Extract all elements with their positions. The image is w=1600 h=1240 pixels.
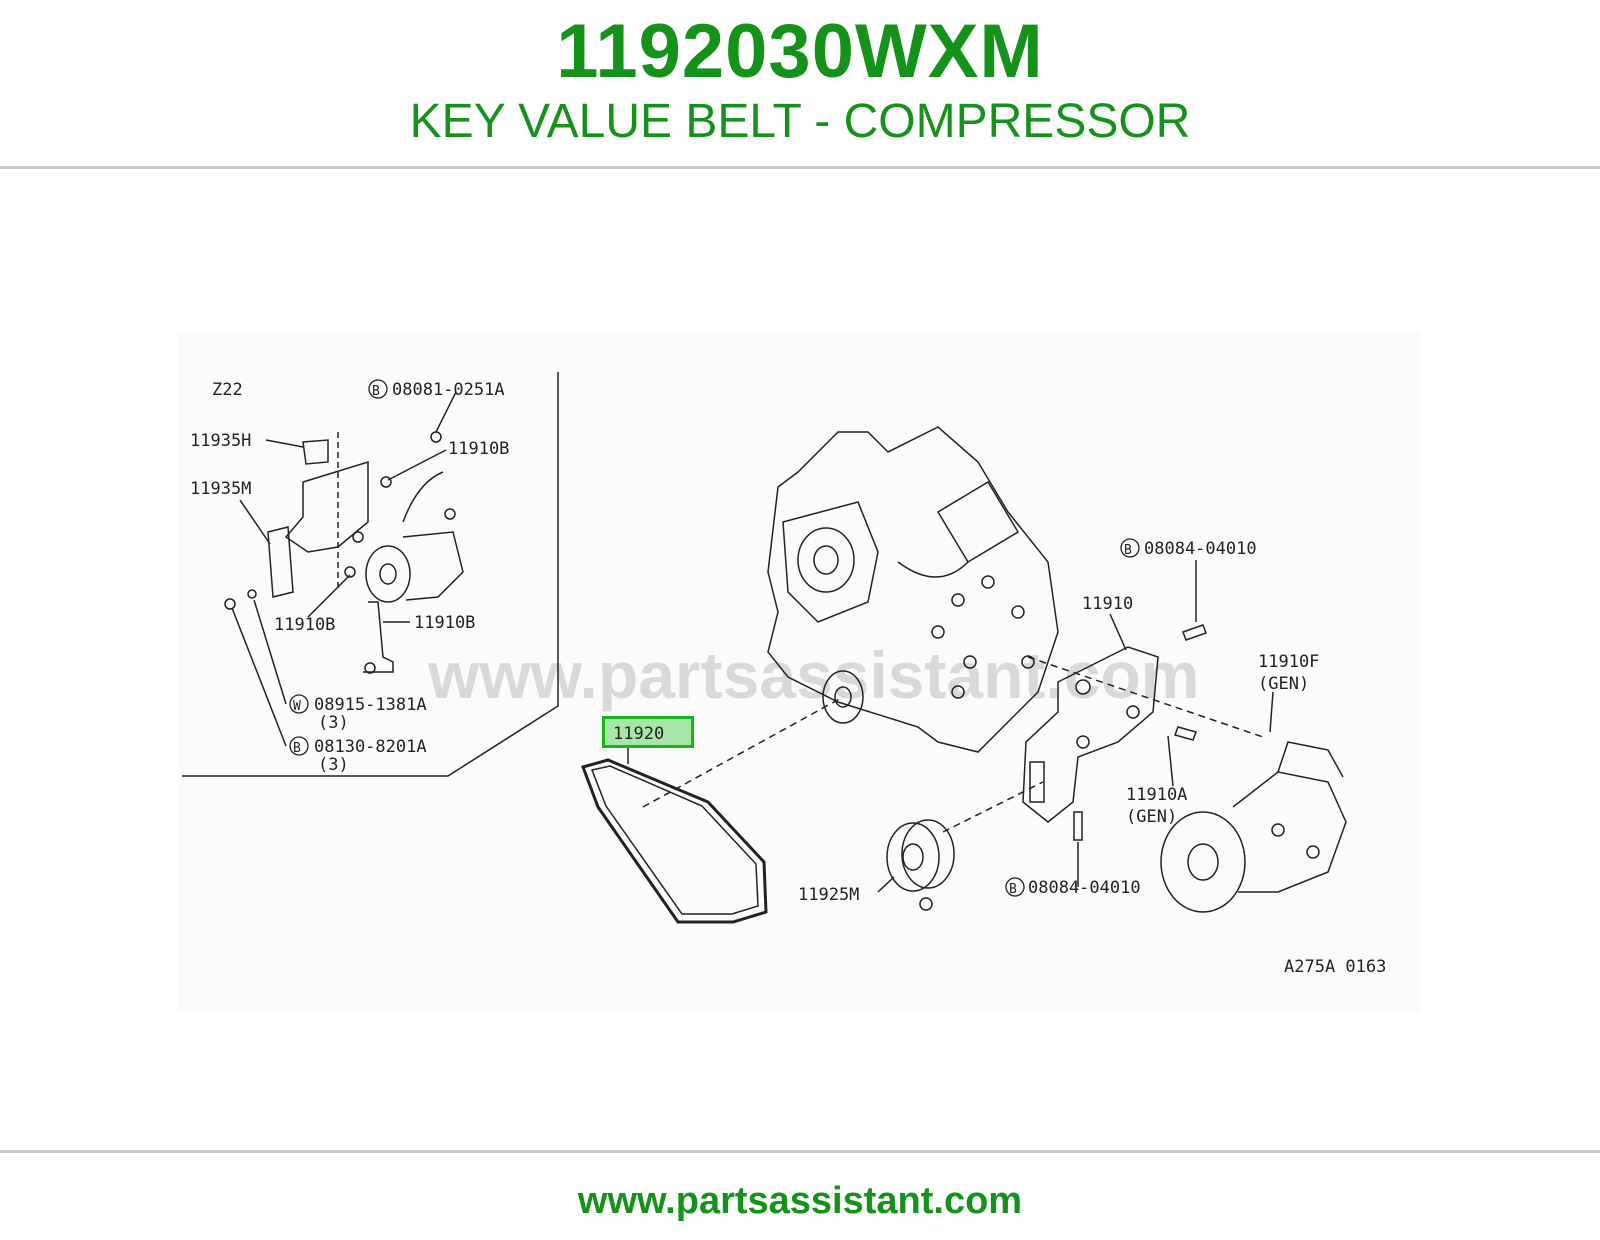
ac-compressor-body bbox=[1232, 771, 1347, 893]
idler-pulley bbox=[886, 822, 940, 892]
callout-08130-8201A[interactable]: 08130-8201A bbox=[314, 737, 427, 757]
inset-border bbox=[182, 372, 559, 777]
footer-website-link[interactable]: www.partsassistant.com bbox=[577, 1180, 1023, 1222]
b-marker-icon bbox=[368, 379, 388, 399]
diagram-drawing: www.partsassistant.com bbox=[182, 372, 1386, 977]
b-marker-icon bbox=[1005, 877, 1025, 897]
engine-block-outline bbox=[767, 426, 1059, 753]
inset-compressor-body bbox=[402, 531, 464, 601]
part-description: KEY VALUE BELT - COMPRESSOR bbox=[409, 95, 1191, 148]
callout-qty-bolt: (3) bbox=[318, 755, 349, 775]
bolt-11910A bbox=[1174, 726, 1197, 741]
svg-text:B: B bbox=[293, 741, 301, 756]
inset-bracket-h bbox=[302, 439, 329, 465]
highlighted-callout-label: 11920 bbox=[613, 724, 665, 744]
water-pump bbox=[797, 527, 855, 593]
svg-text:W: W bbox=[293, 699, 301, 714]
callout-11910[interactable]: 11910 bbox=[1082, 594, 1133, 614]
callout-11910F[interactable]: 11910F bbox=[1258, 652, 1319, 672]
callout-11910A-note: (GEN) bbox=[1126, 807, 1177, 827]
ac-compressor-clutch bbox=[1160, 811, 1246, 913]
callout-11935M[interactable]: 11935M bbox=[190, 479, 251, 499]
w-marker-icon bbox=[289, 694, 309, 714]
inset-bolt bbox=[430, 431, 442, 443]
callout-11910B-lower-left[interactable]: 11910B bbox=[274, 615, 335, 635]
callout-08084-04010-lower[interactable]: 08084-04010 bbox=[1028, 878, 1141, 898]
inset-bracket-plate bbox=[284, 460, 369, 553]
footer-divider bbox=[0, 1150, 1600, 1153]
compressor-belt bbox=[581, 758, 768, 924]
callout-11910A[interactable]: 11910A bbox=[1126, 785, 1187, 805]
b-marker-icon bbox=[1120, 538, 1140, 558]
callout-08915-1381A[interactable]: 08915-1381A bbox=[314, 695, 427, 715]
callout-qty-washer: (3) bbox=[318, 713, 349, 733]
compressor-bracket bbox=[1022, 646, 1159, 823]
inset-model-label: Z22 bbox=[212, 380, 243, 400]
header-divider bbox=[0, 166, 1600, 169]
bolt-08084-upper bbox=[1182, 624, 1207, 641]
svg-text:B: B bbox=[372, 384, 380, 399]
callout-08081-0251A[interactable]: 08081-0251A bbox=[392, 380, 505, 400]
inset-compressor-clutch bbox=[365, 545, 411, 603]
callout-11910F-note: (GEN) bbox=[1258, 674, 1309, 694]
callout-11910B-upper[interactable]: 11910B bbox=[448, 439, 509, 459]
callout-11935H[interactable]: 11935H bbox=[190, 431, 251, 451]
inset-bracket-m bbox=[267, 526, 294, 598]
main-drawing bbox=[581, 426, 1347, 924]
diagram-watermark: www.partsassistant.com bbox=[427, 638, 1199, 712]
svg-text:B: B bbox=[1124, 543, 1132, 558]
timing-cover bbox=[782, 501, 879, 623]
parts-diagram: www.partsassistant.com bbox=[178, 332, 1420, 1012]
part-number-title: 1192030WXM bbox=[556, 9, 1044, 94]
highlighted-callout-11920[interactable]: 11920 bbox=[602, 716, 694, 748]
diagram-ref-code: A275A 0163 bbox=[1284, 957, 1386, 977]
crank-pulley bbox=[822, 670, 864, 724]
b-marker-icon bbox=[289, 736, 309, 756]
radiator-hose bbox=[936, 480, 1020, 564]
callout-08084-04010-upper[interactable]: 08084-04010 bbox=[1144, 539, 1257, 559]
bolt-08084-lower bbox=[1073, 811, 1083, 841]
callout-11925M[interactable]: 11925M bbox=[798, 885, 859, 905]
inset-lower-bracket bbox=[363, 601, 394, 673]
inset-panel bbox=[182, 372, 559, 777]
callout-11910B-lower-right[interactable]: 11910B bbox=[414, 613, 475, 633]
svg-text:B: B bbox=[1009, 882, 1017, 897]
